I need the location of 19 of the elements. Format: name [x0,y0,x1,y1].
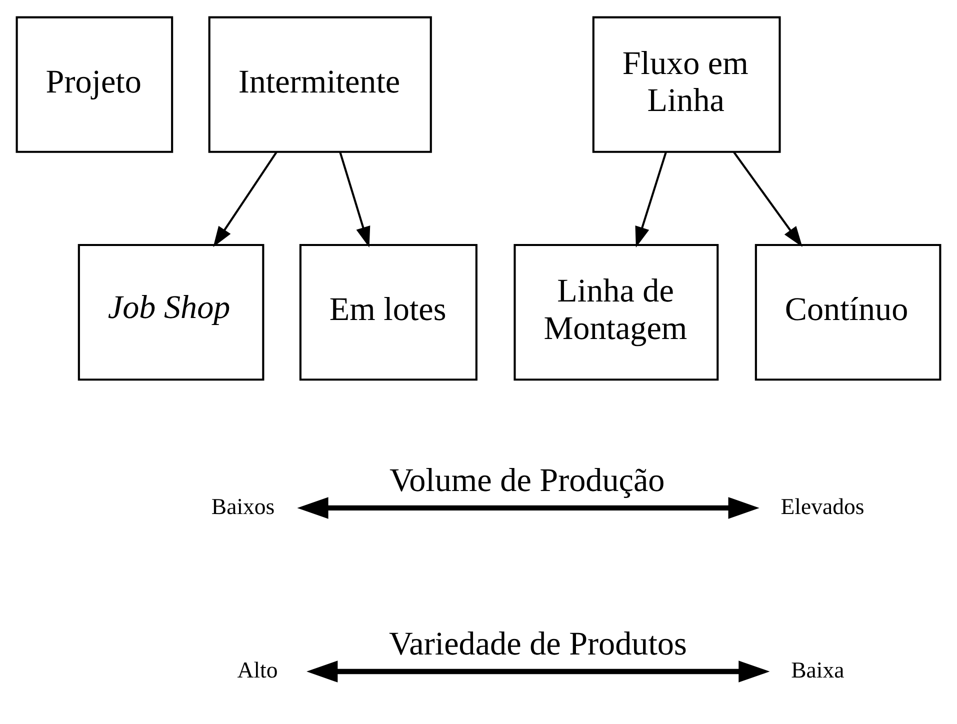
node-text: Elevados [780,494,864,519]
arrow [635,152,667,248]
arrow [213,151,278,248]
edge-label: Variedade de Produtos [388,626,687,663]
arrow [297,497,760,519]
arrow [306,660,770,682]
node-text: Alto [237,657,278,682]
node-box: Job Shop [78,244,264,381]
node-box: Projeto [16,16,174,153]
node-text: Baixos [211,494,275,519]
node-box: Em lotes [299,244,478,381]
node-box: Linha de Montagem [514,244,719,381]
arrow [339,152,370,248]
node-box: Fluxo em Linha [592,16,781,153]
arrow [732,151,802,248]
node-box: Intermitente [208,16,432,153]
node-box: Contínuo [754,244,942,381]
node-text: Baixa [791,657,844,682]
edge-label: Volume de Produção [389,462,665,499]
